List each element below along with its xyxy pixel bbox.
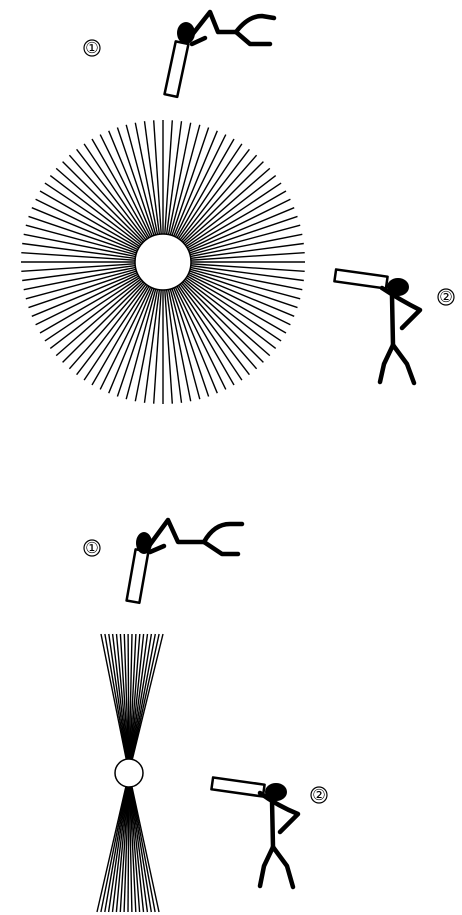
telescope-observer-icon — [165, 12, 274, 97]
observer-leg-front — [236, 32, 270, 44]
observer-leg-back — [236, 16, 274, 32]
marker-label: ① — [85, 539, 98, 557]
observer-2-marker: ② — [438, 288, 454, 306]
isotropic-source — [21, 120, 305, 404]
observer-leg-left — [260, 847, 273, 886]
telescope-tube — [127, 549, 149, 602]
marker-label: ① — [85, 39, 98, 57]
source-core — [115, 759, 143, 787]
observer-body — [272, 800, 273, 847]
telescope-tube — [334, 269, 387, 288]
telescope-tube — [165, 41, 189, 97]
observer-body — [392, 296, 393, 345]
observer-leg-front — [204, 542, 238, 554]
observer-body — [146, 520, 204, 550]
observer-leg-back — [204, 524, 242, 542]
telescope-tube — [211, 777, 264, 796]
observer-arm — [150, 546, 164, 552]
marker-label: ② — [439, 288, 452, 306]
telescope-observer-icon — [334, 269, 420, 383]
observer-body — [188, 12, 236, 40]
observer-2-marker: ② — [311, 786, 327, 804]
observer-arm — [192, 38, 205, 44]
observer-leg-left — [380, 345, 393, 382]
source-core — [135, 234, 191, 290]
observer-leg-right — [273, 847, 293, 887]
marker-label: ② — [312, 786, 325, 804]
observer-1-marker: ① — [84, 539, 100, 557]
beamed-source — [97, 634, 163, 912]
telescope-observer-icon — [127, 520, 242, 603]
observer-leg-right — [393, 345, 414, 383]
observer-1-marker: ① — [84, 39, 100, 57]
telescope-observer-icon — [211, 777, 298, 887]
diagram-isotropic: ① ② — [21, 12, 454, 404]
diagram-beamed: ① ② — [84, 520, 327, 912]
